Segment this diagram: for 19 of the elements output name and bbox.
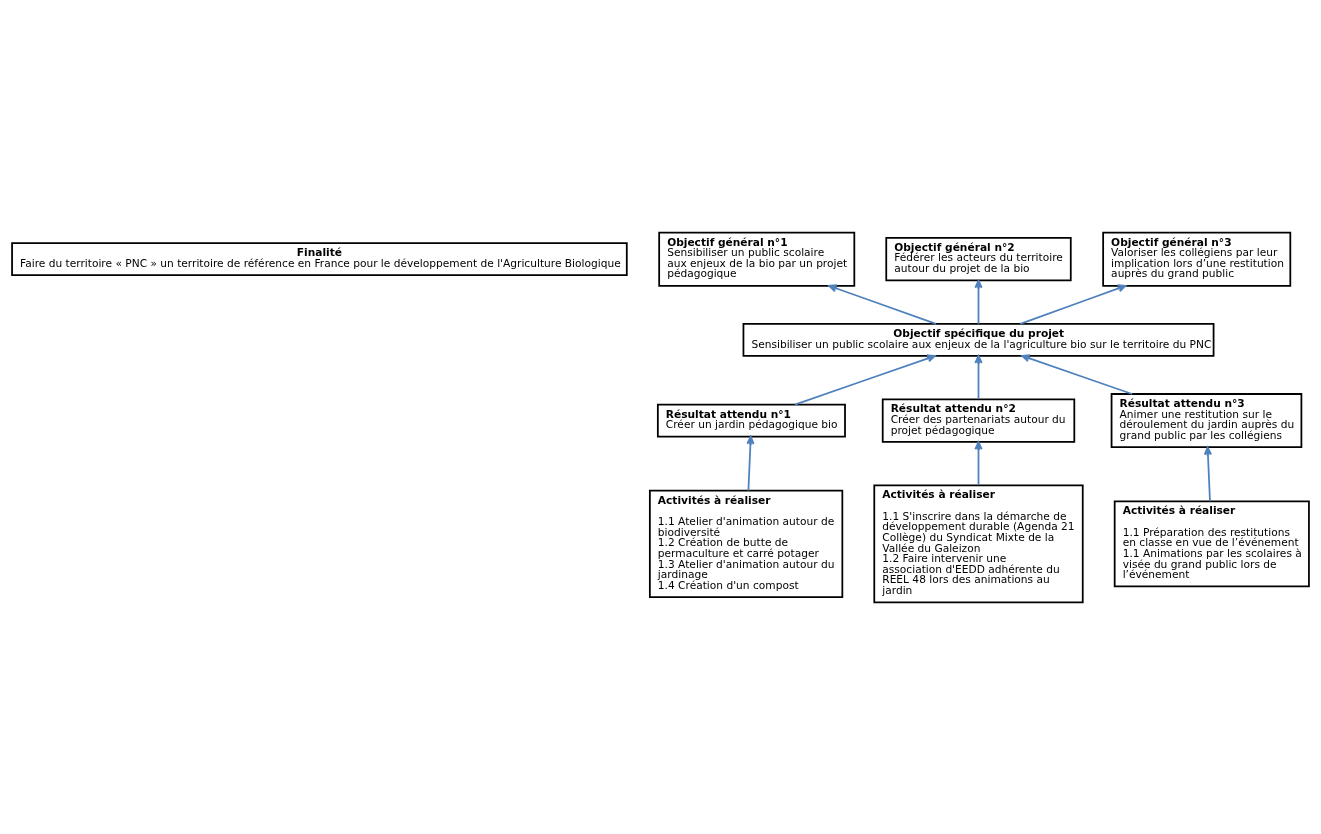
node-box: Activités à réaliser 1.1 Préparation des restitutions en classe en vue de l’événement 1.1 Animations par les scolaires à visée du grand public lors de l’événement [1113, 499, 1310, 587]
arrow [746, 435, 755, 491]
node-box: Objectif général n°2 Fédérer les acteurs du territoire autour du projet de la bio [885, 236, 1072, 281]
arrow [974, 279, 983, 325]
arrow [1203, 446, 1212, 502]
node-box: Objectif général n°3 Valoriser les collégiens par leur implication lors d’une restitution auprès du grand public [1102, 231, 1292, 287]
node-box: Finalité Faire du territoire « PNC » un territoire de référence en France pour le développement de l'Agriculture Biologique [11, 241, 628, 276]
arrow [974, 440, 983, 486]
node-box: Objectif spécifique du projet Sensibiliser un public scolaire aux enjeux de la l'agriculture bio sur le territoire du PNC [742, 322, 1215, 357]
node-box: Résultat attendu n°1 Créer un jardin pédagogique bio [656, 403, 846, 437]
arrow [974, 354, 983, 400]
arrow [1021, 353, 1134, 395]
arrow [1019, 283, 1127, 325]
node-box: Activités à réaliser 1.1 S'inscrire dans la démarche de développement durable (Agenda 21 Collège) du Syndicat Mixte de la Vallée du Galeizon 1.2 Faire intervenir une association d'EEDD adhérente du REEL 48 lors des animations au jardin [873, 483, 1084, 603]
node-box: Activités à réaliser 1.1 Atelier d'animation autour de biodiversité 1.2 Création de butte de permaculture et carré potager 1.3 Atelier d'animation autour du jardinage 1.4 Création d'un compost [648, 489, 844, 598]
node-box: Résultat attendu n°3 Animer une restitution sur le déroulement du jardin auprès du grand public par les collégiens [1110, 392, 1303, 448]
arrow [794, 353, 936, 405]
node-box: Résultat attendu n°2 Créer des partenariats autour du projet pédagogique [881, 397, 1076, 443]
node-box: Objectif général n°1 Sensibiliser un public scolaire aux enjeux de la bio par un projet pédagogique [658, 231, 856, 287]
